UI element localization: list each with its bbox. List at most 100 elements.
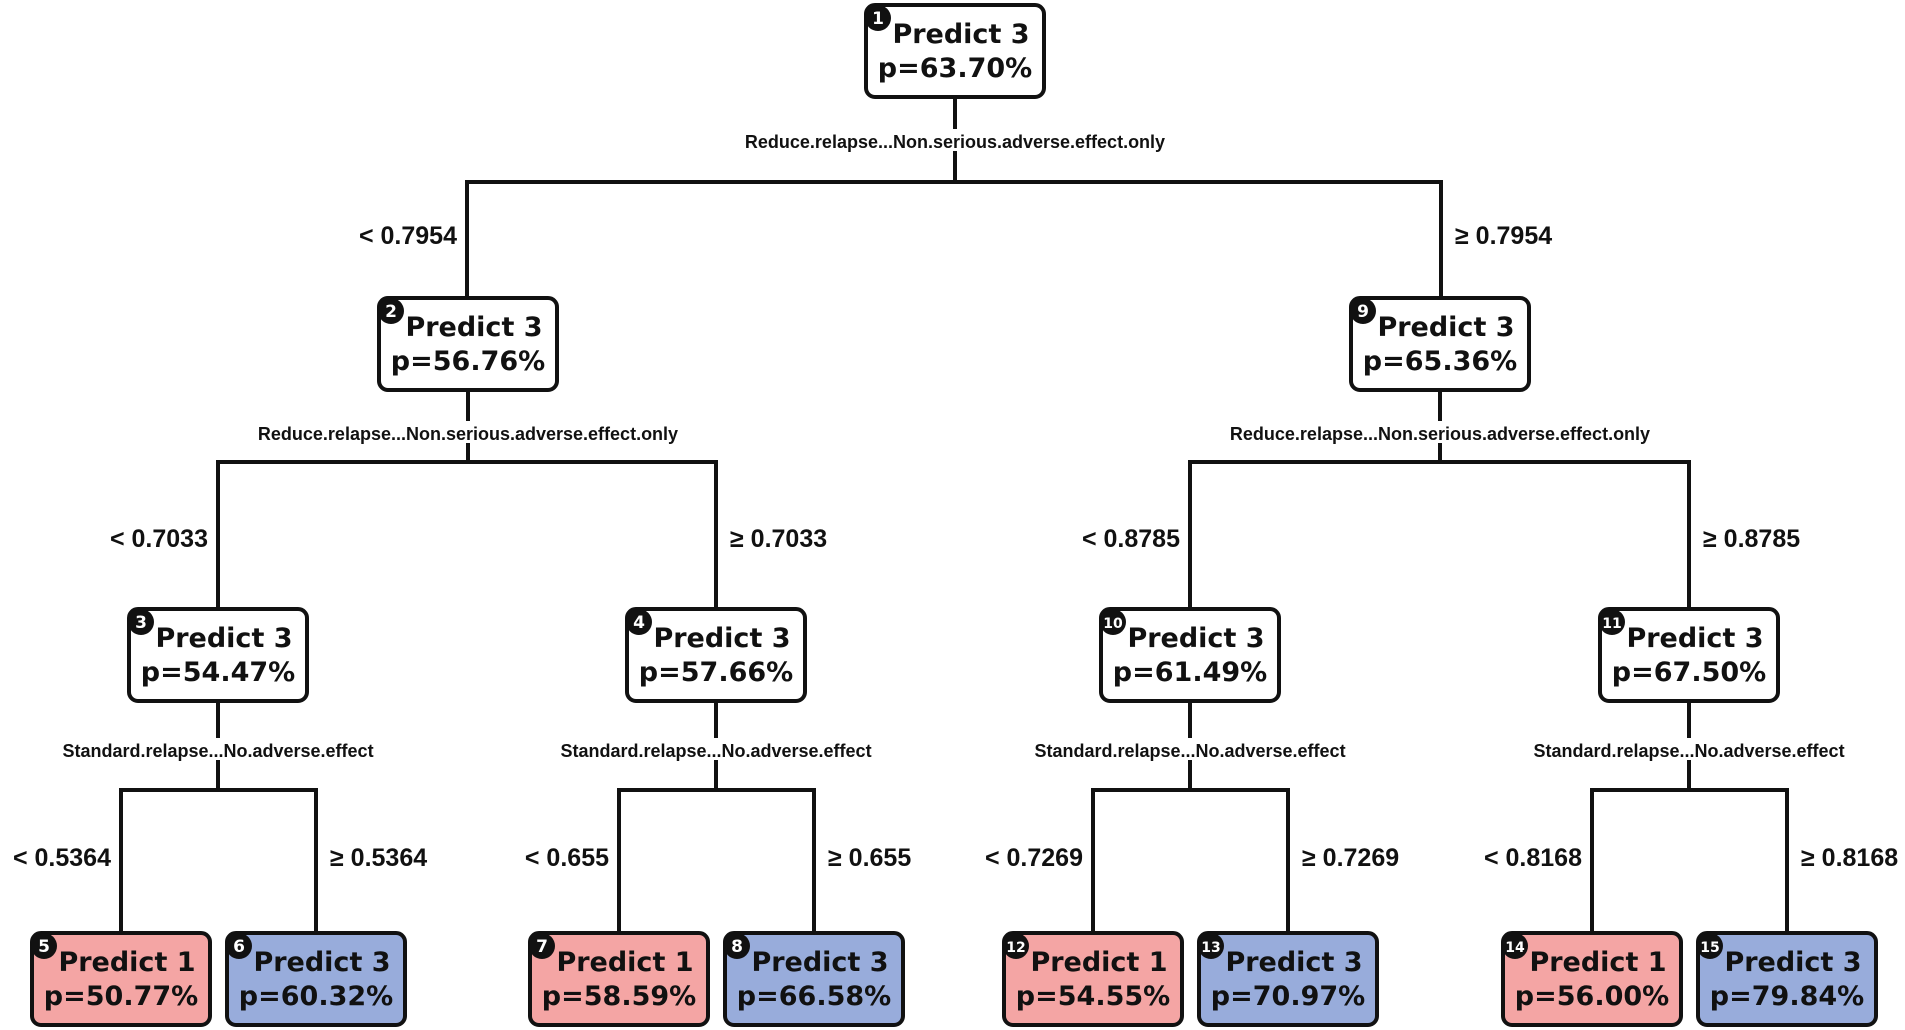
node-prediction-label: Predict 3 [1225,947,1362,978]
node-id-label: 6 [233,937,245,957]
split-label-bg [1516,738,1862,760]
node-id-badge [226,933,252,959]
node-box [377,296,559,392]
node-box [1501,931,1683,1027]
split-label-bg [1209,421,1671,443]
node-id-label: 9 [1357,302,1369,322]
node-prediction-label: Predict 3 [405,312,542,343]
node-box [1696,931,1878,1027]
node-probability: p=61.49% [1113,657,1267,688]
tree-node-6: Predict 3p=60.32% 6 [225,931,407,1027]
node-probability: p=54.55% [1016,981,1170,1012]
tree-node-11: Predict 3p=67.50% 11 [1598,607,1780,703]
threshold-left-label: < 0.7033 [110,525,208,553]
node-id-label: 14 [1505,940,1525,956]
split-label-bg [237,421,699,443]
split-variable-label: Reduce.relapse...Non.serious.adverse.eff… [258,424,678,444]
node-id-badge [1697,933,1723,959]
node-prediction-label: Predict 1 [1529,947,1666,978]
node-id-badge [1599,609,1625,635]
node-id-label: 11 [1602,616,1621,632]
node-id-label: 5 [38,937,50,957]
threshold-left-label: < 0.8785 [1082,525,1180,553]
split-label-bg [543,738,889,760]
tree-node-15: Predict 3p=79.84%15 [1696,931,1878,1027]
node-id-badge [724,933,750,959]
threshold-left-label: < 0.7269 [985,844,1083,872]
tree-node-7: Predict 1p=58.59%7 [528,931,710,1027]
node-prediction-label: Predict 3 [653,623,790,654]
node-box [1099,607,1281,703]
split-variable-label: Standard.relapse...No.adverse.effect [1034,741,1345,761]
node-prediction-label: Predict 1 [1030,947,1167,978]
threshold-right-label: ≥ 0.8168 [1801,844,1898,872]
node-id-label: 1 [872,9,884,29]
threshold-left-label: < 0.5364 [13,844,111,872]
node-id-badge [626,609,652,635]
node-id-badge [1198,933,1224,959]
node-probability: p=56.76% [391,346,545,377]
node-probability: p=54.47% [141,657,295,688]
node-prediction-label: Predict 3 [1377,312,1514,343]
node-prediction-label: Predict 3 [1626,623,1763,654]
tree-node-3: Predict 3p=54.47% 3 [127,607,309,703]
node-box [30,931,212,1027]
node-id-label: 8 [731,937,743,957]
node-prediction-label: Predict 3 [1127,623,1264,654]
node-id-badge [1003,933,1029,959]
node-id-badge [529,933,555,959]
tree-node-13: Predict 3p=70.97%13 [1197,931,1379,1027]
node-id-badge [31,933,57,959]
node-probability: p=67.50% [1612,657,1766,688]
node-probability: p=79.84% [1710,981,1864,1012]
split-variable-label: Reduce.relapse...Non.serious.adverse.eff… [745,132,1165,152]
node-probability: p=57.66% [639,657,793,688]
node-id-badge [1350,298,1376,324]
node-prediction-label: Predict 3 [155,623,292,654]
tree-node-1: Predict 3p=63.70%1 [864,3,1046,99]
node-box [127,607,309,703]
node-box [625,607,807,703]
node-probability: p=56.00% [1515,981,1669,1012]
node-id-badge [128,609,154,635]
node-box [864,3,1046,99]
threshold-left-label: < 0.655 [525,844,609,872]
tree-node-9: Predict 3p=65.36% 9 [1349,296,1531,392]
node-prediction-label: Predict 3 [253,947,390,978]
split-variable-label: Standard.relapse...No.adverse.effect [560,741,871,761]
split-label-bg [45,738,391,760]
node-id-label: 13 [1201,940,1220,956]
split-variable-label: Standard.relapse...No.adverse.effect [62,741,373,761]
node-probability: p=66.58% [737,981,891,1012]
node-id-label: 3 [135,613,147,633]
node-id-label: 7 [536,937,548,957]
node-id-badge [1100,609,1126,635]
node-id-badge [865,5,891,31]
node-probability: p=60.32% [239,981,393,1012]
threshold-right-label: ≥ 0.7954 [1455,222,1552,250]
node-prediction-label: Predict 1 [58,947,195,978]
threshold-right-label: ≥ 0.8785 [1703,525,1800,553]
node-box [723,931,905,1027]
tree-node-12: Predict 1p=54.55%12 [1002,931,1184,1027]
node-box [1197,931,1379,1027]
node-probability: p=50.77% [44,981,198,1012]
node-id-label: 4 [633,613,645,633]
threshold-right-label: ≥ 0.655 [828,844,911,872]
split-label-bg [1017,738,1363,760]
node-probability: p=65.36% [1363,346,1517,377]
node-id-label: 2 [385,302,397,322]
node-box [225,931,407,1027]
node-probability: p=63.70% [878,53,1032,84]
threshold-right-label: ≥ 0.7269 [1302,844,1399,872]
split-label-bg [724,129,1186,151]
split-variable-label: Standard.relapse...No.adverse.effect [1533,741,1844,761]
node-box [528,931,710,1027]
tree-node-14: Predict 1p=56.00% 14 [1501,931,1683,1027]
tree-node-2: Predict 3p=56.76% 2 [377,296,559,392]
threshold-left-label: < 0.7954 [359,222,457,250]
tree-node-4: Predict 3p=57.66% 4 [625,607,807,703]
node-prediction-label: Predict 1 [556,947,693,978]
tree-node-10: Predict 3p=61.49%10 [1099,607,1281,703]
